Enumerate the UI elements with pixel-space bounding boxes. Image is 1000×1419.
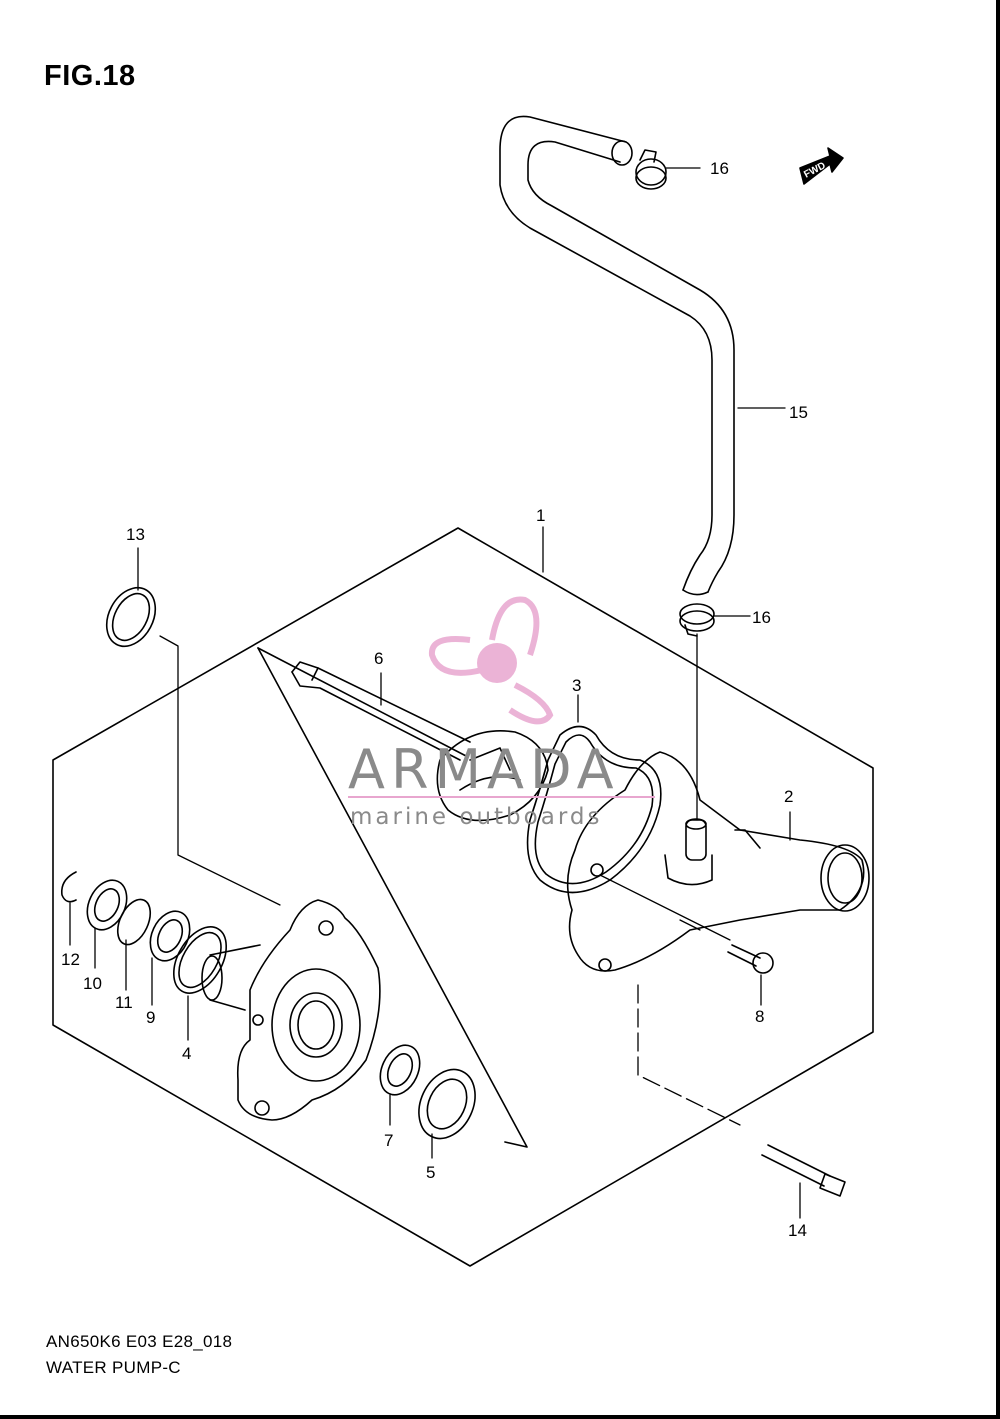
figure-title: FIG.18 <box>44 60 136 92</box>
callout-2: 2 <box>784 787 793 806</box>
o-ring-part-4 <box>172 926 228 1041</box>
section-title: WATER PUMP-C <box>46 1358 181 1377</box>
callout-8: 8 <box>755 1007 764 1026</box>
shaft-group-outline <box>257 647 528 1148</box>
callout-16-bottom: 16 <box>752 608 771 627</box>
callout-10: 10 <box>83 974 102 993</box>
gasket-part-3 <box>526 694 662 894</box>
callout-14: 14 <box>788 1221 807 1240</box>
bearing-part-9 <box>149 910 191 1006</box>
fwd-label: FWD <box>802 160 827 180</box>
assembly-outline <box>52 527 874 1267</box>
mechanical-seal-part-5 <box>418 1068 476 1159</box>
callout-9: 9 <box>146 1008 155 1027</box>
model-code: AN650K6 E03 E28_018 <box>46 1332 233 1351</box>
bolt-part-14 <box>761 1144 846 1219</box>
callout-12: 12 <box>61 950 80 969</box>
callout-4: 4 <box>182 1044 191 1063</box>
callout-3: 3 <box>572 676 581 695</box>
callout-13: 13 <box>126 525 145 544</box>
callout-1: 1 <box>536 506 545 525</box>
callout-7: 7 <box>384 1131 393 1150</box>
callout-16-top: 16 <box>710 159 729 178</box>
pump-housing-part-2 <box>566 751 870 972</box>
watermark-brand: ARMADA <box>348 738 620 801</box>
shaft-part-6 <box>291 661 471 761</box>
fwd-direction-badge <box>799 147 844 185</box>
clamp-part-16-top <box>635 149 701 190</box>
bolt-part-8 <box>727 944 774 1006</box>
oil-seal-part-7 <box>379 1044 421 1126</box>
clip-part-12 <box>60 871 77 946</box>
propeller-logo-icon <box>428 596 554 725</box>
pump-cover-plate <box>201 899 381 1121</box>
watermark-subtitle: marine outboards <box>350 804 602 830</box>
callout-6: 6 <box>374 649 383 668</box>
frame-border-right <box>996 0 1000 1419</box>
clamp-part-16-bottom <box>679 603 751 637</box>
hose-part-15 <box>499 115 735 596</box>
o-ring-part-13 <box>105 547 281 906</box>
callout-11: 11 <box>115 993 133 1012</box>
impeller <box>436 730 549 822</box>
callout-15: 15 <box>789 403 808 422</box>
frame-border-bottom <box>0 1415 1000 1419</box>
bearing-part-10 <box>86 879 128 969</box>
callout-5: 5 <box>426 1163 435 1182</box>
